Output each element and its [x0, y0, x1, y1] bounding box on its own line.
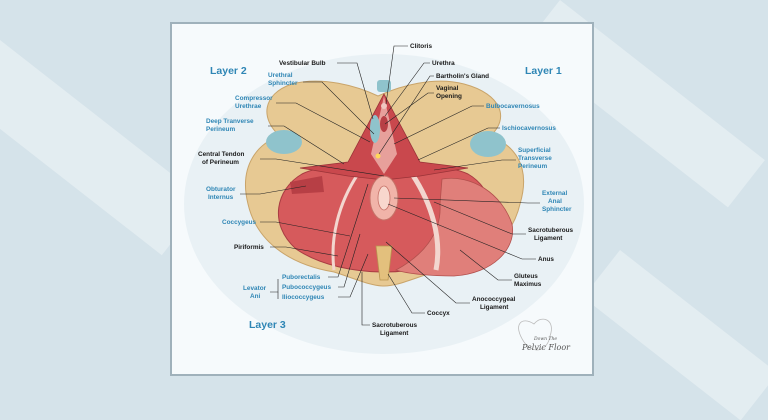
leader-lines [240, 45, 540, 326]
label-vaginal-opening-2: Opening [436, 93, 462, 100]
label-vestibular-bulb: Vestibular Bulb [279, 60, 326, 67]
butterfly-logo-icon [518, 318, 552, 351]
coccyx-shape [375, 245, 393, 281]
layer-1-label: Layer 1 [525, 65, 562, 77]
label-obturator-internus: Obturator [206, 186, 236, 193]
label-clitoris: Clitoris [410, 43, 432, 50]
layer-3-label: Layer 3 [249, 319, 286, 331]
logo-line-1: Down The [533, 336, 557, 342]
label-piriformis: Piriformis [234, 244, 264, 251]
bartholins-gland-shape [375, 153, 381, 159]
sacrotuberous-ligament-shape [409, 172, 441, 271]
label-sacrotuberous-ligament-bottom: Sacrotuberous [372, 322, 418, 329]
label-gluteus-maximus: Gluteus [514, 273, 538, 280]
label-bartholins-gland: Bartholin's Gland [436, 73, 489, 80]
label-gluteus-maximus-2: Maximus [514, 281, 542, 288]
label-pubococcygeus: Pubococcygeus [282, 284, 331, 291]
gluteus-maximus-muscle [394, 177, 514, 277]
diagram-card: Layer 2 Layer 1 Layer 3 Clitoris Vestibu… [170, 22, 594, 376]
urethral-sphincter-shape [370, 115, 380, 143]
label-coccyx: Coccyx [427, 310, 450, 317]
label-levator-ani: Levator [243, 285, 267, 292]
label-anococcygeal-ligament: Anococcygeal [472, 296, 516, 303]
label-superficial-transverse-perineum-2: Transverse [518, 155, 552, 162]
label-levator-ani-2: Ani [250, 293, 261, 300]
label-central-tendon-2: of Perineum [202, 159, 239, 166]
label-obturator-internus-2: Internus [208, 194, 234, 201]
label-urethral-sphincter-2: Sphincter [268, 80, 298, 87]
label-external-anal-sphincter-3: Sphincter [542, 206, 572, 213]
label-urethral-sphincter: Urethral [268, 72, 293, 79]
label-sacrotuberous-ligament-bottom-2: Ligament [380, 330, 409, 337]
label-compressor-urethrae: Compressor [235, 95, 273, 102]
label-deep-transverse-perineum: Deep Tranverse [206, 118, 254, 125]
label-external-anal-sphincter-2: Anal [548, 198, 562, 205]
label-ischiocavernosus: Ischiocavernosus [502, 125, 556, 132]
label-external-anal-sphincter: External [542, 190, 567, 197]
label-superficial-transverse-perineum-3: Perineum [518, 163, 547, 170]
label-sacrotuberous-ligament-right: Sacrotuberous [528, 227, 574, 234]
layer-2-label: Layer 2 [210, 65, 247, 77]
label-vaginal-opening: Vaginal [436, 85, 459, 92]
pelvic-floor-diagram: Layer 2 Layer 1 Layer 3 Clitoris Vestibu… [184, 43, 584, 354]
ligament-streak [331, 173, 360, 271]
label-compressor-urethrae-2: Urethrae [235, 103, 262, 110]
clitoris-shape [381, 103, 387, 109]
label-urethra: Urethra [432, 60, 455, 67]
logo-line-2: Pelvic Floor [521, 343, 571, 352]
obturator-internus-shape [290, 176, 324, 194]
background-stripe [583, 250, 768, 420]
pubic-symphysis [377, 80, 391, 92]
label-puborectalis: Puborectalis [282, 274, 321, 281]
label-deep-transverse-perineum-2: Perineum [206, 126, 235, 133]
label-superficial-transverse-perineum: Superficial [518, 147, 551, 154]
vaginal-opening-shape [380, 116, 388, 132]
label-iliococcygeus: Iliococcygeus [282, 294, 325, 301]
label-anus: Anus [538, 256, 554, 263]
label-anococcygeal-ligament-2: Ligament [480, 304, 509, 311]
label-sacrotuberous-ligament-right-2: Ligament [534, 235, 563, 242]
pelvic-floor-logo: Down The Pelvic Floor [518, 318, 571, 352]
anus-shape [377, 185, 391, 211]
label-bulbocavernosus: Bulbocavernosus [486, 103, 540, 110]
ischial-tuberosity-right [470, 131, 506, 157]
label-coccygeus: Coccygeus [222, 219, 257, 226]
ischial-tuberosity-left [266, 130, 302, 154]
label-central-tendon: Central Tendon [198, 151, 244, 158]
